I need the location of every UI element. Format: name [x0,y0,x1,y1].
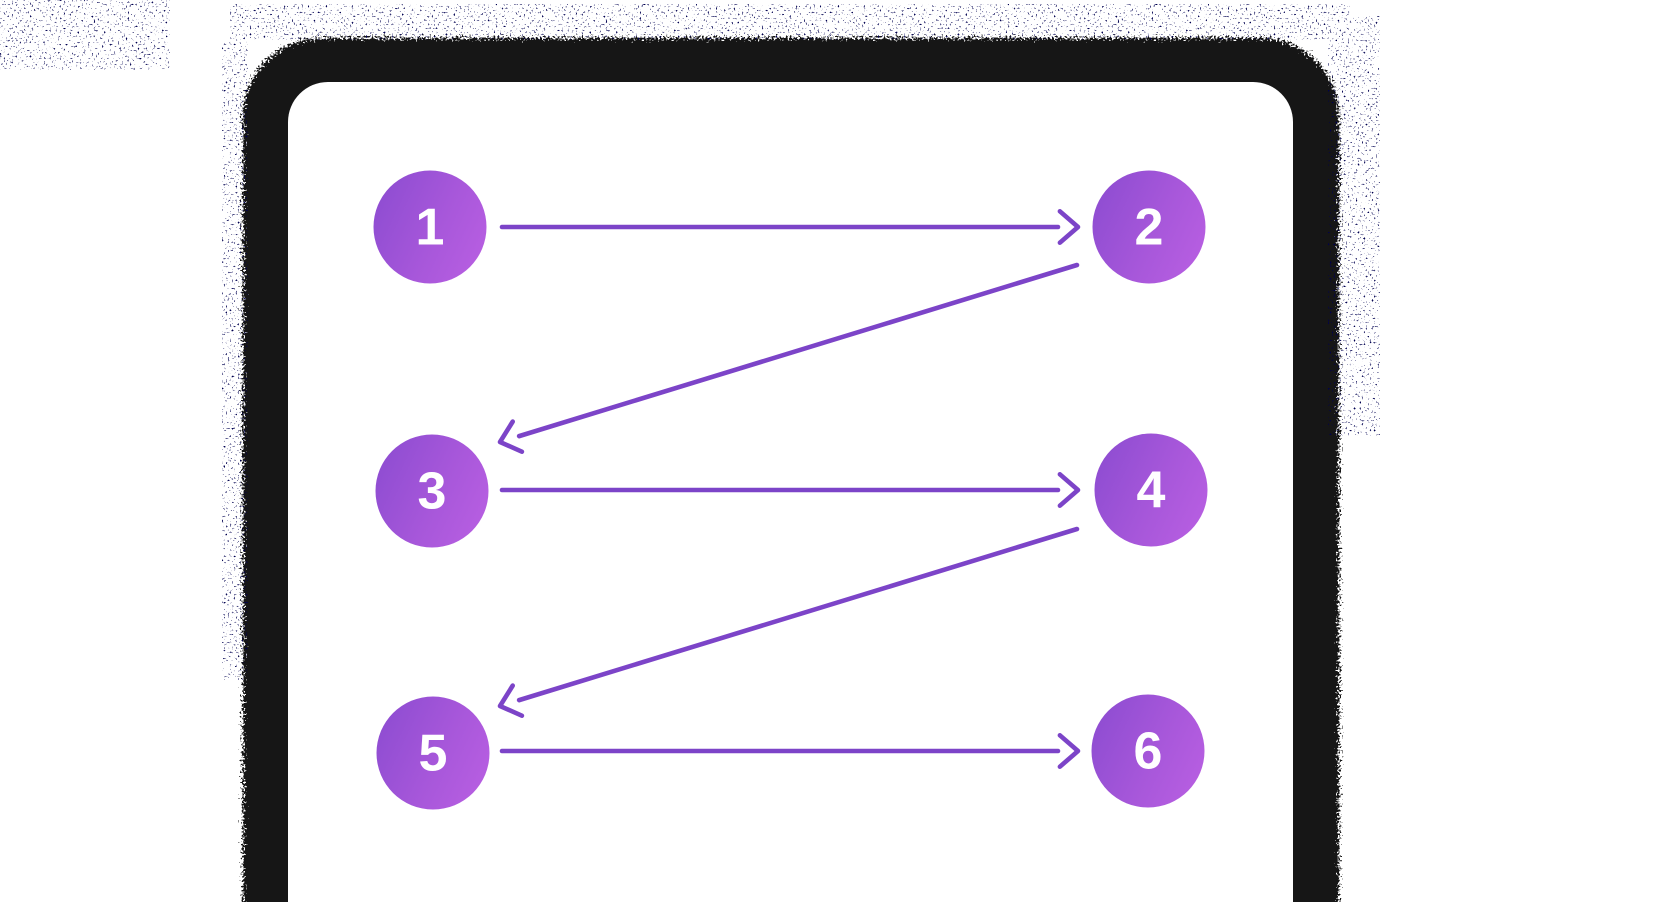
flow-arrow-4-to-5 [497,526,1080,718]
flow-arrow-1-to-2 [499,209,1081,245]
grain-speckles [0,0,1380,680]
node-2: 2 [1092,170,1206,284]
flow-arrow-2-to-3 [497,262,1080,454]
flow-arrows [497,209,1081,769]
node-6: 6 [1091,694,1205,808]
node-label: 1 [415,198,445,256]
node-3: 3 [375,434,489,548]
flow-arrow-5-to-6 [499,733,1081,769]
node-5: 5 [376,696,490,810]
flow-arrow-3-to-4 [499,472,1081,508]
node-label: 2 [1134,198,1164,256]
node-label: 4 [1136,461,1166,519]
node-1: 1 [373,170,487,284]
node-label: 6 [1133,722,1163,780]
node-label: 5 [418,724,448,782]
node-label: 3 [417,462,447,520]
node-4: 4 [1094,433,1208,547]
